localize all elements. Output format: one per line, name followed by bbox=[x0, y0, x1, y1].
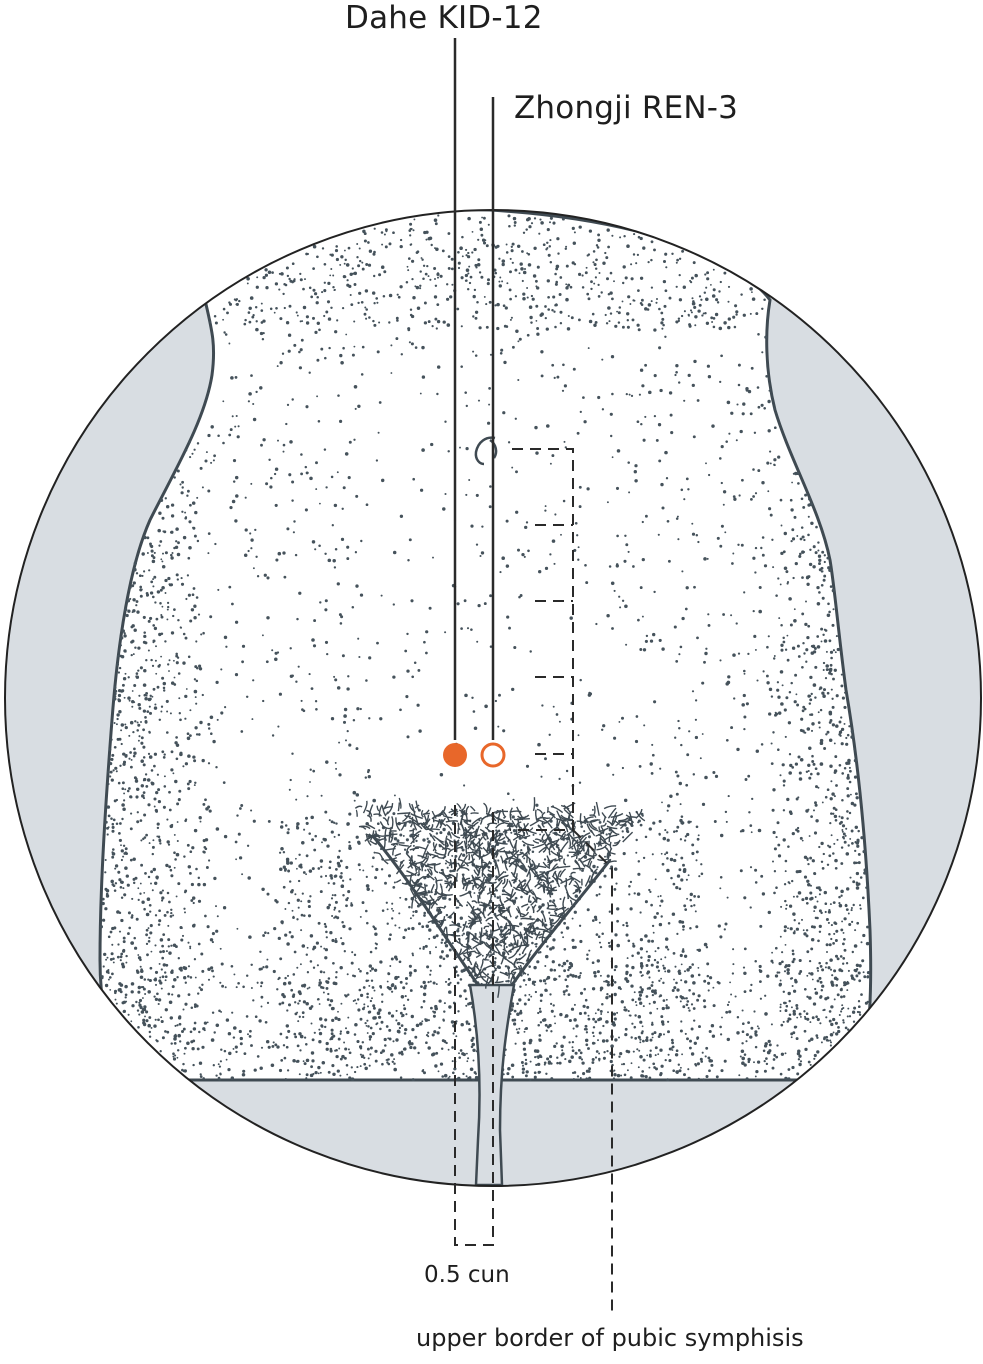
zhongji-acupoint-marker bbox=[482, 744, 504, 766]
torso-silhouette bbox=[100, 210, 871, 1080]
pubic-symphysis-label: upper border of pubic symphisis bbox=[416, 1324, 804, 1352]
dahe-label: Dahe KID-12 bbox=[345, 0, 543, 36]
zhongji-label: Zhongji REN-3 bbox=[514, 90, 738, 126]
half-cun-label: 0.5 cun bbox=[424, 1262, 510, 1288]
dahe-acupoint-marker bbox=[443, 743, 467, 767]
